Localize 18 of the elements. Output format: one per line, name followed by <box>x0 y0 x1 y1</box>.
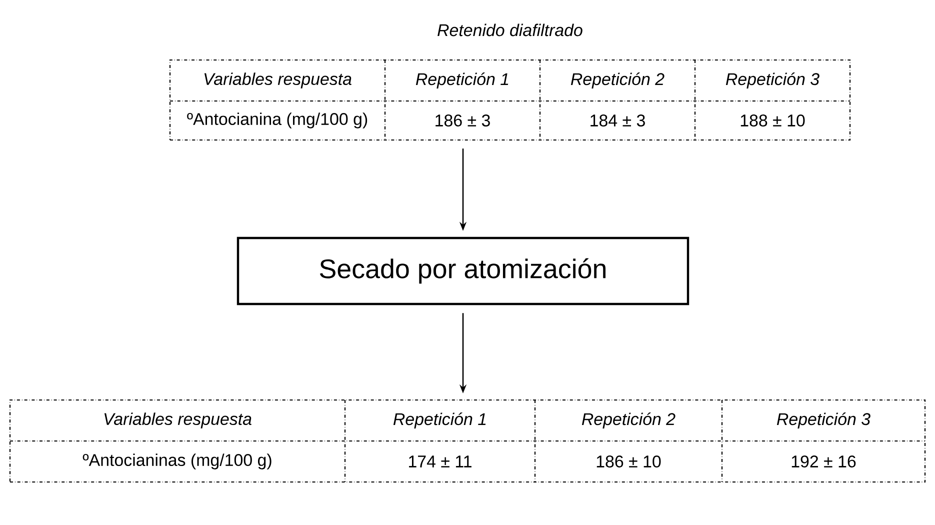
table-cell: ºAntocianina (mg/100 g) <box>187 112 368 128</box>
table-cell: ºAntocianinas (mg/100 g) <box>82 454 272 470</box>
table-cell: 188 ± 10 <box>740 114 805 126</box>
table-cell: 186 ± 10 <box>596 456 661 468</box>
table-cell: 192 ± 16 <box>792 456 856 468</box>
table-cell: Repetición 3 <box>776 412 870 428</box>
table-cell: 184 ± 3 <box>590 114 645 126</box>
table-cell: 174 ± 11 <box>409 456 472 468</box>
table-cell: Variables respuesta <box>204 72 352 88</box>
table-cell: Repetición 2 <box>582 412 676 428</box>
table-cell: Variables respuesta <box>104 412 252 428</box>
table-cell: Repetición 3 <box>726 72 820 88</box>
process-box: Secado por atomización <box>236 236 690 306</box>
table-cell: Repetición 1 <box>416 72 508 88</box>
table-cell: 186 ± 3 <box>436 114 490 126</box>
table-cell: Repetición 1 <box>393 412 486 428</box>
table-title: Retenido diafiltrado <box>438 24 582 36</box>
table-cell: Repetición 2 <box>570 72 664 88</box>
